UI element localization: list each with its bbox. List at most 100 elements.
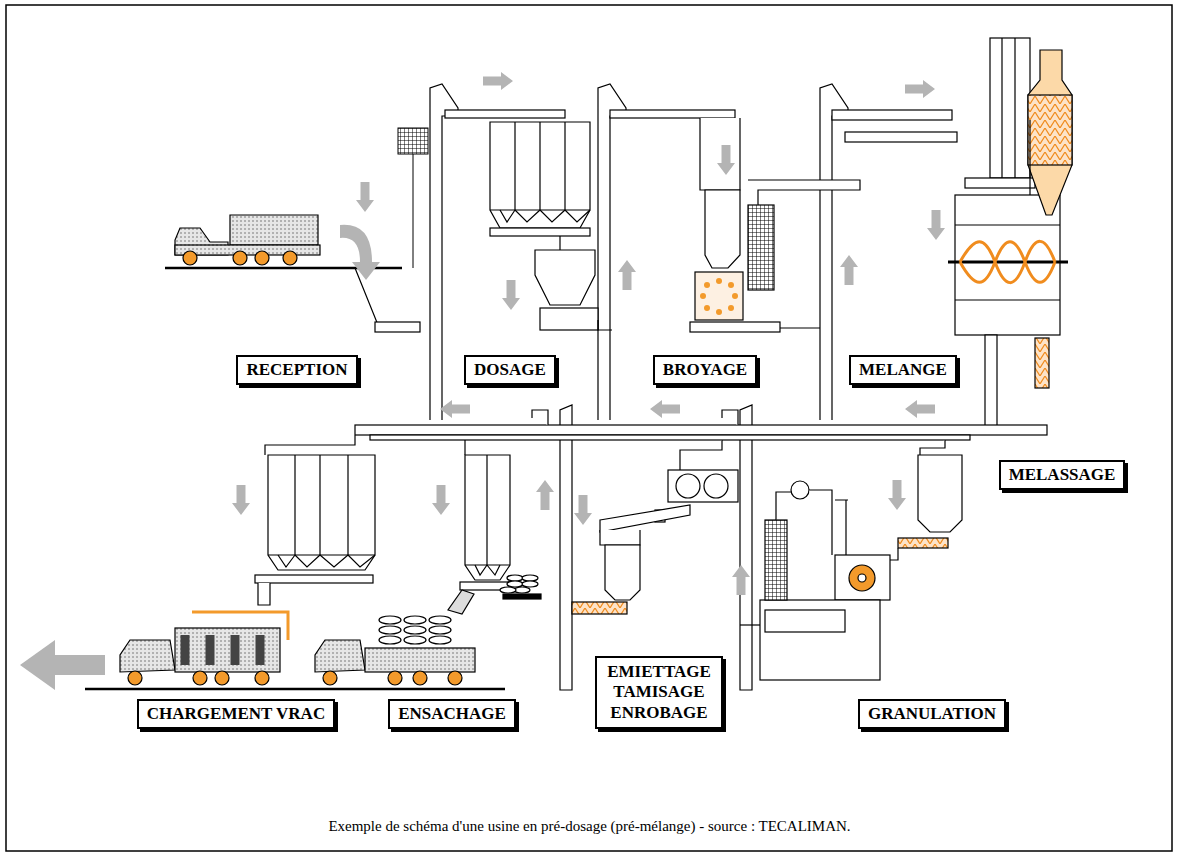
flow-arrows-part <box>618 260 636 290</box>
mixer-screw <box>960 241 1055 282</box>
grid-post <box>413 154 414 268</box>
bagging <box>448 440 541 614</box>
flow-arrows-part <box>483 72 513 90</box>
main-conveyor-part <box>532 410 738 425</box>
flow-arrows-part <box>717 145 735 175</box>
dosing-part <box>535 250 595 305</box>
loading-trucks-part <box>413 671 427 685</box>
reception-truck <box>165 215 420 332</box>
loading-trucks-part <box>185 635 260 665</box>
grinder-hammers-part <box>704 305 710 311</box>
mixer-part <box>1028 50 1072 215</box>
flow-arrows-part <box>232 485 250 515</box>
pellet-press-part <box>776 492 792 520</box>
bagging-part <box>465 455 510 565</box>
grinder-part <box>780 327 820 328</box>
stage-name: GRANULATION <box>868 704 996 724</box>
loading-trucks-part <box>388 671 402 685</box>
mixer <box>832 38 1072 430</box>
loading-trucks <box>85 612 505 689</box>
loading-trucks-part <box>429 636 451 644</box>
stage-label: ENSACHAGE <box>388 699 516 729</box>
pellet-press-part <box>765 520 787 600</box>
flow-arrows-part <box>502 280 520 310</box>
mixer-part <box>985 335 997 430</box>
tip-arrow <box>340 225 380 280</box>
loading-trucks-part <box>379 626 401 634</box>
flow-arrows-part <box>432 485 450 515</box>
bagging-part <box>464 440 465 455</box>
flow-arrows-part <box>732 565 750 595</box>
loading-trucks-part <box>215 671 229 685</box>
loading-trucks-part <box>120 640 175 672</box>
flow-arrows <box>232 72 945 595</box>
flow-arrows-part <box>440 400 470 418</box>
pellet-press-part <box>898 538 948 548</box>
bagging-part <box>465 455 510 580</box>
dosing-part <box>490 122 590 210</box>
dosing-part <box>445 110 565 118</box>
grinder-hammers-part <box>704 282 710 288</box>
bagging-part <box>507 575 523 581</box>
bulk-silos-part <box>278 555 375 567</box>
loading-trucks-part <box>175 628 280 672</box>
stage-label: CHARGEMENT VRAC <box>137 699 335 729</box>
bulk-silos-part <box>268 455 375 555</box>
grinder <box>610 110 860 332</box>
loading-trucks-part <box>323 671 337 685</box>
pellet-press-part <box>920 440 945 455</box>
stage-label: MELASSAGE <box>999 460 1126 490</box>
crumbler-sifter-part <box>600 505 690 532</box>
loading-trucks-part <box>128 671 142 685</box>
pellet-press-part <box>835 555 890 600</box>
grinder-part <box>610 110 735 118</box>
grinder-part <box>748 180 860 205</box>
reception-truck-part <box>230 215 318 245</box>
grinder-hammers-part <box>700 293 706 299</box>
bulk-silos-part <box>255 575 373 583</box>
stage-label: EMIETTAGE TAMISAGE ENROBAGE <box>595 656 723 729</box>
dosing-part <box>540 308 598 330</box>
dosing-part <box>500 210 590 222</box>
loading-trucks-part <box>404 636 426 644</box>
loading-trucks-part <box>379 636 401 644</box>
caption: Exemple de schéma d'une usine en pré-dos… <box>0 818 1179 835</box>
elevators <box>430 84 848 690</box>
dosing-part <box>559 236 560 250</box>
dosing-part <box>598 320 612 330</box>
elevators-part <box>560 405 572 690</box>
stage-label: DOSAGE <box>464 355 556 385</box>
flow-arrows-part <box>927 210 945 240</box>
pellet-press-part <box>849 565 875 591</box>
grinder-hammers-part <box>728 305 734 311</box>
grinder-hammers-part <box>716 278 722 284</box>
loading-trucks-part <box>193 671 207 685</box>
flow-arrows-part <box>356 182 374 212</box>
bagging-part <box>522 575 538 581</box>
grinder-part <box>748 205 774 290</box>
stage-name: BROYAGE <box>663 360 747 380</box>
mixer-part <box>1035 338 1049 388</box>
pellet-press-part <box>791 481 809 499</box>
stage-label: GRANULATION <box>858 699 1006 729</box>
crumbler-sifter-part <box>704 474 728 498</box>
flow-arrows-part <box>574 495 592 525</box>
stage-name: EMIETTAGE TAMISAGE ENROBAGE <box>607 662 711 723</box>
dosing-part <box>490 228 590 236</box>
pellet-press-part <box>809 490 848 555</box>
grinder-hammers-part <box>728 282 734 288</box>
elevators-part <box>598 84 626 420</box>
loading-trucks-part <box>365 648 475 672</box>
loading-trucks-part <box>429 616 451 624</box>
crumbler-sifter-part <box>668 470 738 502</box>
crumbler-sifter-part <box>676 474 700 498</box>
stage-name: CHARGEMENT VRAC <box>147 704 325 724</box>
grinder-part <box>695 272 743 320</box>
mixer-part <box>1029 120 1030 195</box>
reception-truck-part <box>233 251 247 265</box>
flow-arrows-part <box>840 255 858 285</box>
flow-arrows-part <box>905 80 935 98</box>
pellet-press <box>740 440 962 680</box>
bulk-silos-part <box>265 435 355 455</box>
